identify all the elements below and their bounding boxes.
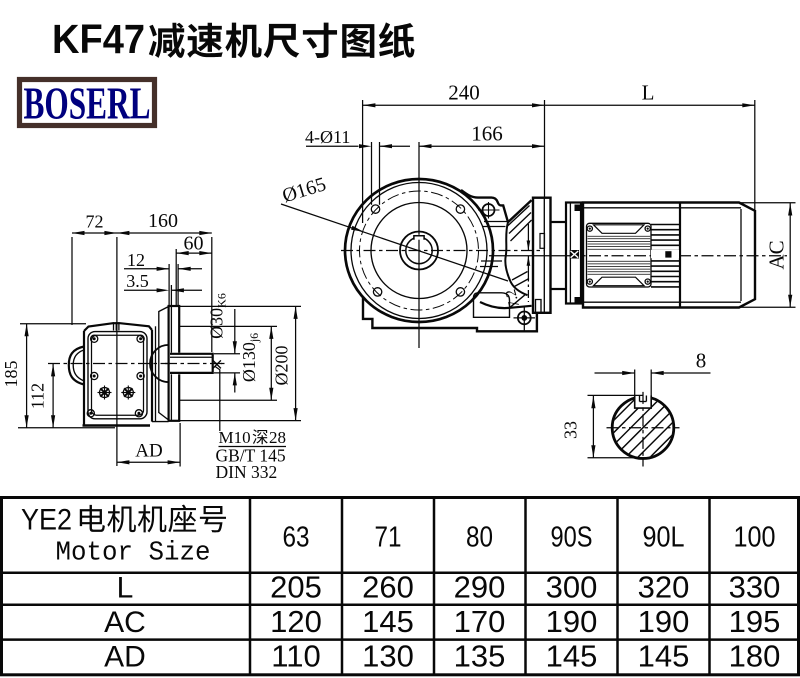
svg-text:240: 240 — [448, 81, 480, 105]
svg-text:170: 170 — [454, 604, 506, 639]
svg-text:195: 195 — [729, 604, 781, 639]
svg-text:166: 166 — [471, 122, 503, 146]
svg-text:KF47: KF47 — [52, 16, 145, 62]
svg-text:GB/T 145: GB/T 145 — [216, 446, 286, 466]
svg-text:90S: 90S — [551, 522, 593, 554]
svg-text:60: 60 — [184, 233, 204, 255]
svg-text:AD: AD — [135, 441, 162, 462]
svg-text:145: 145 — [546, 639, 598, 674]
svg-text:120: 120 — [270, 604, 322, 639]
svg-text:145: 145 — [638, 639, 690, 674]
svg-text:4-Ø11: 4-Ø11 — [305, 127, 350, 147]
svg-text:12: 12 — [127, 250, 145, 270]
svg-text:300: 300 — [546, 570, 598, 605]
svg-text:Motor Size: Motor Size — [56, 539, 211, 569]
svg-text:100: 100 — [734, 522, 776, 554]
svg-text:Ø200: Ø200 — [272, 346, 292, 386]
svg-text:3.5: 3.5 — [126, 271, 149, 291]
svg-text:205: 205 — [270, 570, 322, 605]
svg-text:33: 33 — [561, 421, 581, 439]
svg-text:112: 112 — [28, 383, 48, 409]
svg-text:BOSERL: BOSERL — [24, 79, 151, 129]
svg-text:190: 190 — [638, 604, 690, 639]
svg-text:71: 71 — [375, 522, 402, 554]
svg-text:28: 28 — [269, 428, 286, 447]
svg-text:260: 260 — [362, 570, 414, 605]
svg-text:80: 80 — [466, 522, 493, 554]
svg-text:7.2: 7.2 — [503, 287, 523, 309]
svg-text:135: 135 — [454, 639, 506, 674]
svg-text:YE2: YE2 — [21, 504, 72, 537]
svg-text:L: L — [117, 572, 134, 605]
svg-text:L: L — [642, 81, 655, 105]
svg-text:290: 290 — [454, 570, 506, 605]
svg-text:Ø130j6: Ø130j6 — [239, 333, 261, 382]
svg-text:330: 330 — [729, 570, 781, 605]
svg-text:DIN 332: DIN 332 — [216, 462, 278, 482]
svg-text:110: 110 — [271, 639, 320, 674]
svg-text:8: 8 — [696, 349, 707, 373]
svg-text:160: 160 — [148, 210, 178, 232]
svg-text:180: 180 — [729, 639, 781, 674]
svg-text:AD: AD — [104, 641, 146, 674]
svg-text:63: 63 — [283, 522, 310, 554]
svg-text:M10: M10 — [219, 428, 251, 447]
svg-text:320: 320 — [638, 570, 690, 605]
svg-text:185: 185 — [1, 361, 21, 388]
svg-text:AC: AC — [765, 240, 789, 269]
svg-text:145: 145 — [362, 604, 414, 639]
svg-text:190: 190 — [546, 604, 598, 639]
svg-text:AC: AC — [104, 606, 146, 639]
svg-text:72: 72 — [86, 212, 104, 232]
svg-text:90L: 90L — [643, 522, 685, 554]
svg-text:130: 130 — [362, 639, 414, 674]
